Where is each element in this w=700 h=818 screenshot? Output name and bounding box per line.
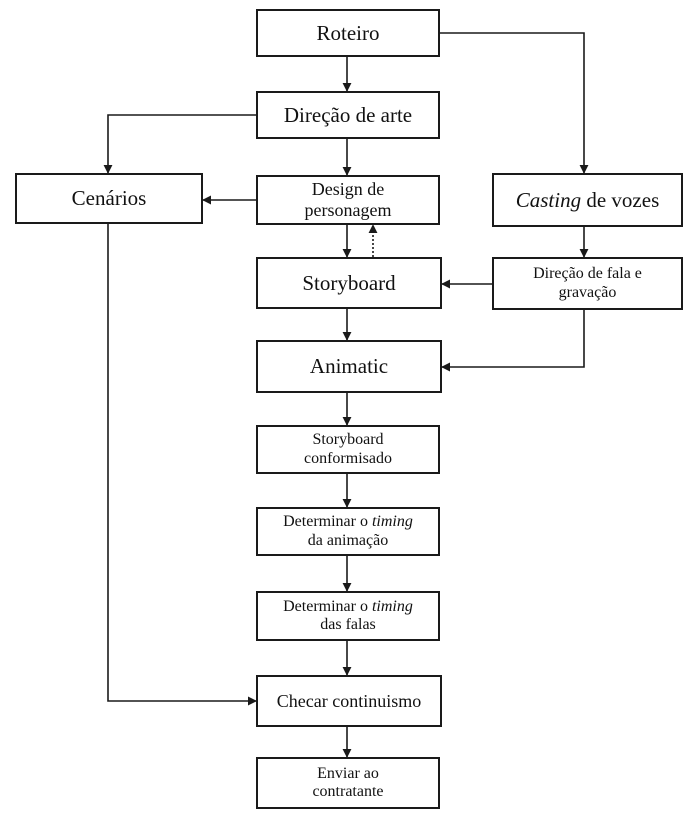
node-checar-continuismo-label: Checar continuismo [276, 690, 422, 711]
node-timing-da-animacao: Determinar o timing da animação [256, 507, 440, 556]
arrow-direcao-arte-to-cenarios [103, 114, 256, 174]
node-cenarios: Cenários [15, 173, 203, 224]
node-casting-de-vozes: Casting de vozes [492, 173, 683, 227]
node-animatic-label: Animatic [309, 354, 389, 379]
node-casting-de-vozes-italic: Casting [515, 187, 582, 212]
node-roteiro-label: Roteiro [316, 20, 380, 45]
node-cenarios-label: Cenários [71, 186, 147, 211]
node-direcao-de-fala-line1: Direção de fala e [533, 265, 642, 283]
node-storyboard: Storyboard [256, 257, 442, 309]
node-timing-das-falas: Determinar o timing das falas [256, 591, 440, 641]
node-timing-da-animacao-line1: Determinar o timing [283, 513, 413, 531]
node-animatic: Animatic [256, 340, 442, 393]
node-design-de-personagem-line2: personagem [304, 200, 392, 220]
node-design-de-personagem: Design de personagem [256, 175, 440, 225]
arrow-cenarios-to-checar-continuismo [107, 224, 257, 706]
node-casting-de-vozes-rest: de vozes [581, 187, 660, 212]
node-storyboard-conformisado-line2: conformisado [304, 449, 392, 467]
node-enviar-ao-contratante-line2: contratante [312, 783, 384, 800]
node-enviar-ao-contratante-line1: Enviar ao [317, 764, 379, 782]
node-timing-da-animacao-italic: timing [371, 513, 413, 531]
node-storyboard-label: Storyboard [302, 270, 396, 295]
node-timing-das-falas-pre: Determinar o [283, 597, 372, 615]
node-storyboard-conformisado: Storyboard conformisado [256, 425, 440, 474]
node-direcao-de-fala-e-gravacao: Direção de fala e gravação [492, 257, 683, 310]
node-casting-de-vozes-label: Casting de vozes [516, 188, 660, 212]
node-storyboard-conformisado-line1: Storyboard [312, 431, 384, 449]
arrow-direcao-fala-to-animatic [441, 310, 585, 372]
node-timing-da-animacao-line2: da animação [307, 531, 389, 549]
node-design-de-personagem-line1: Design de [311, 179, 385, 200]
arrow-roteiro-to-casting-vozes [440, 32, 589, 174]
node-enviar-ao-contratante: Enviar ao contratante [256, 757, 440, 809]
node-roteiro: Roteiro [256, 9, 440, 57]
node-checar-continuismo: Checar continuismo [256, 675, 442, 727]
node-direcao-de-arte-label: Direção de arte [283, 102, 413, 127]
node-timing-das-falas-line1: Determinar o timing [283, 598, 413, 616]
node-direcao-de-fala-line2: gravação [558, 283, 617, 301]
node-direcao-de-arte: Direção de arte [256, 91, 440, 139]
node-timing-das-falas-italic: timing [371, 597, 413, 615]
node-timing-das-falas-line2: das falas [320, 616, 376, 633]
node-timing-da-animacao-pre: Determinar o [283, 513, 372, 531]
